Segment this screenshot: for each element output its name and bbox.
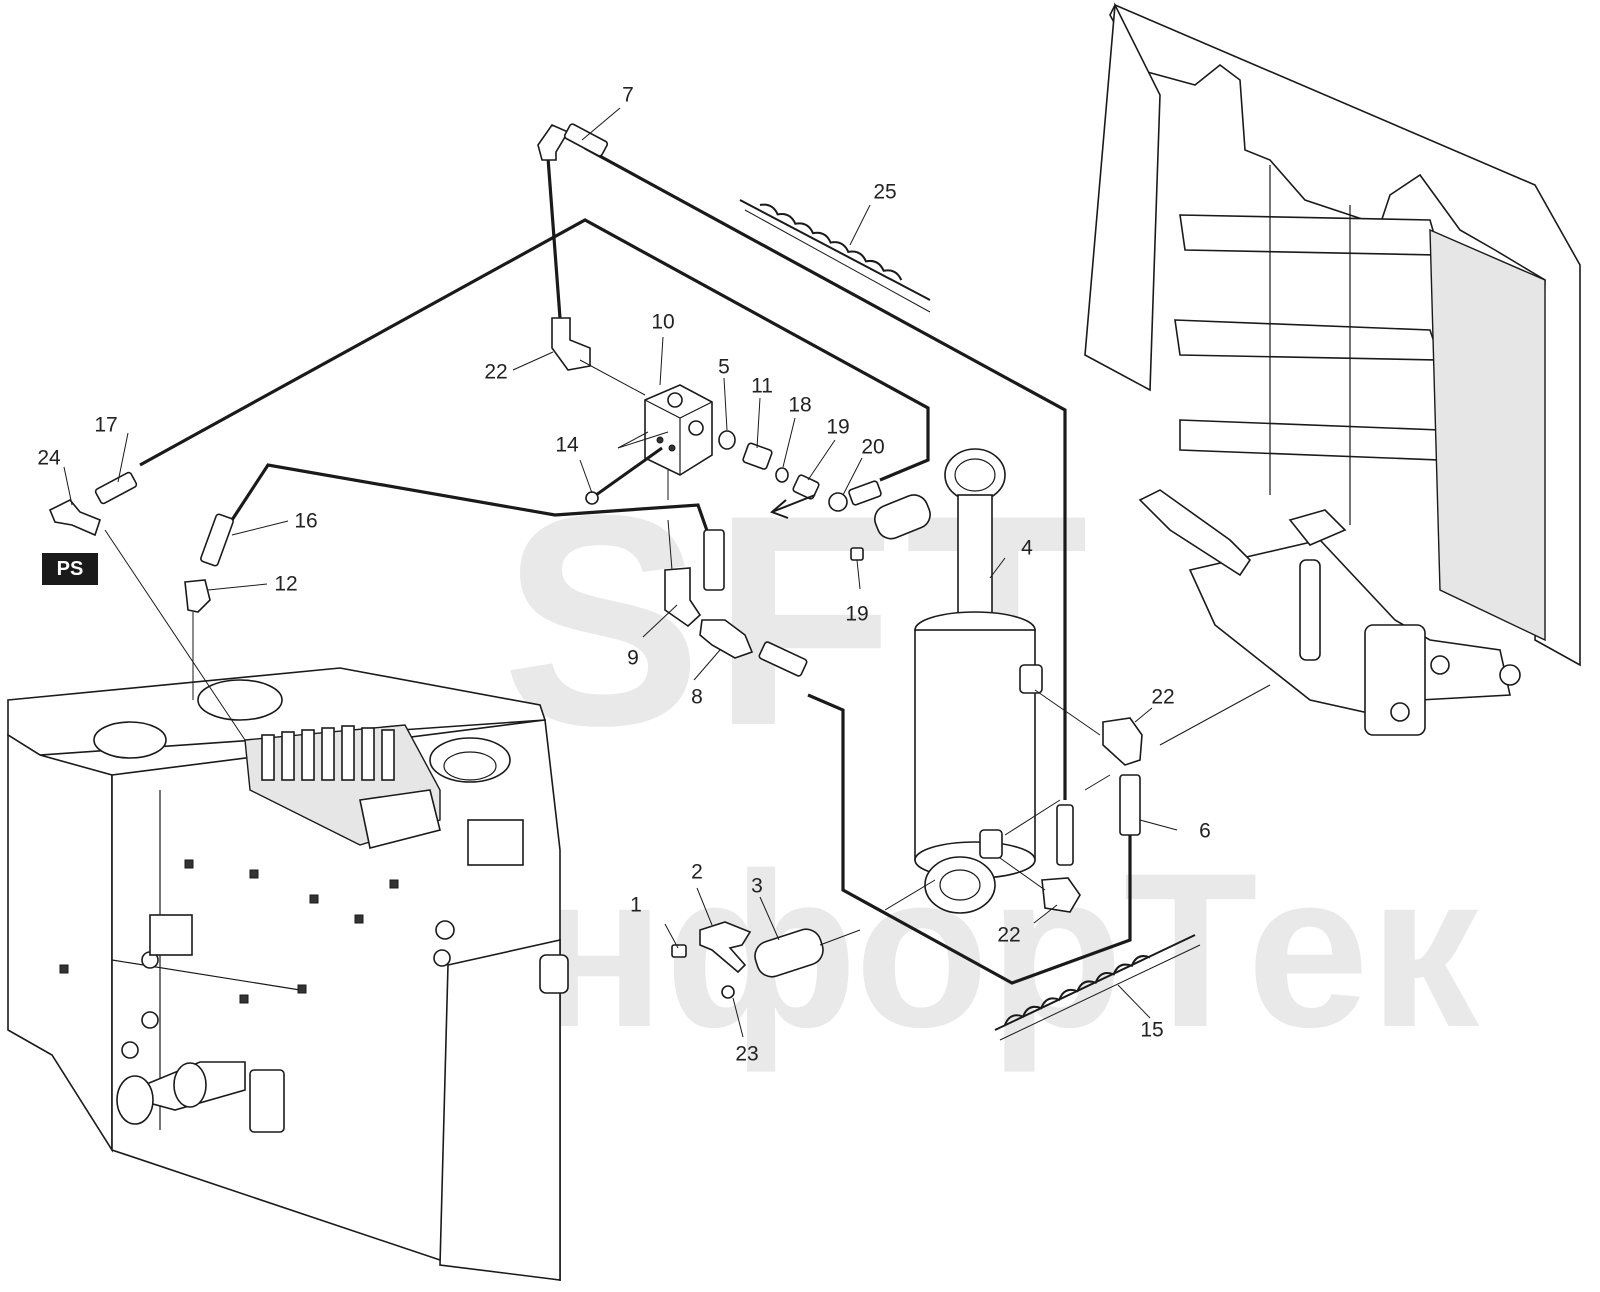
control-valve-bank xyxy=(244,724,441,849)
callout-2: 2 xyxy=(691,860,703,884)
callout-3: 3 xyxy=(751,874,763,898)
hose-guards xyxy=(739,199,1201,1041)
machine-frame xyxy=(7,667,569,1281)
hydraulic-hoses xyxy=(139,146,1132,985)
callout-22-top: 22 xyxy=(484,360,508,384)
callout-5: 5 xyxy=(718,355,730,379)
callout-16: 16 xyxy=(294,509,318,533)
callout-24: 24 xyxy=(37,446,61,470)
callout-23: 23 xyxy=(735,1042,759,1066)
hydraulic-cylinder xyxy=(914,448,1043,914)
callout-9: 9 xyxy=(627,646,639,670)
callout-7: 7 xyxy=(622,83,634,107)
small-parts xyxy=(585,430,931,999)
callout-22-bottom: 22 xyxy=(997,923,1021,947)
callout-12: 12 xyxy=(274,572,298,596)
callout-6: 6 xyxy=(1199,819,1211,843)
callout-8: 8 xyxy=(691,685,703,709)
callout-15: 15 xyxy=(1140,1018,1164,1042)
callout-10: 10 xyxy=(651,310,675,334)
callout-19: 19 xyxy=(845,602,869,626)
callout-21: 20 xyxy=(861,435,885,459)
valve-block xyxy=(644,384,713,476)
leader-lines xyxy=(63,107,1271,1038)
callout-1: 1 xyxy=(630,893,642,917)
callout-4: 4 xyxy=(1021,536,1033,560)
callout-14: 14 xyxy=(555,433,579,457)
callout-11: 11 xyxy=(751,374,773,398)
callout-20: 19 xyxy=(826,415,850,439)
front-shield-assembly xyxy=(1084,2,1581,736)
callout-25: 25 xyxy=(873,180,897,204)
ps-badge: PS xyxy=(42,553,98,585)
callout-22-right: 22 xyxy=(1151,685,1175,709)
callout-18: 18 xyxy=(788,393,812,417)
callout-17: 17 xyxy=(94,413,118,437)
